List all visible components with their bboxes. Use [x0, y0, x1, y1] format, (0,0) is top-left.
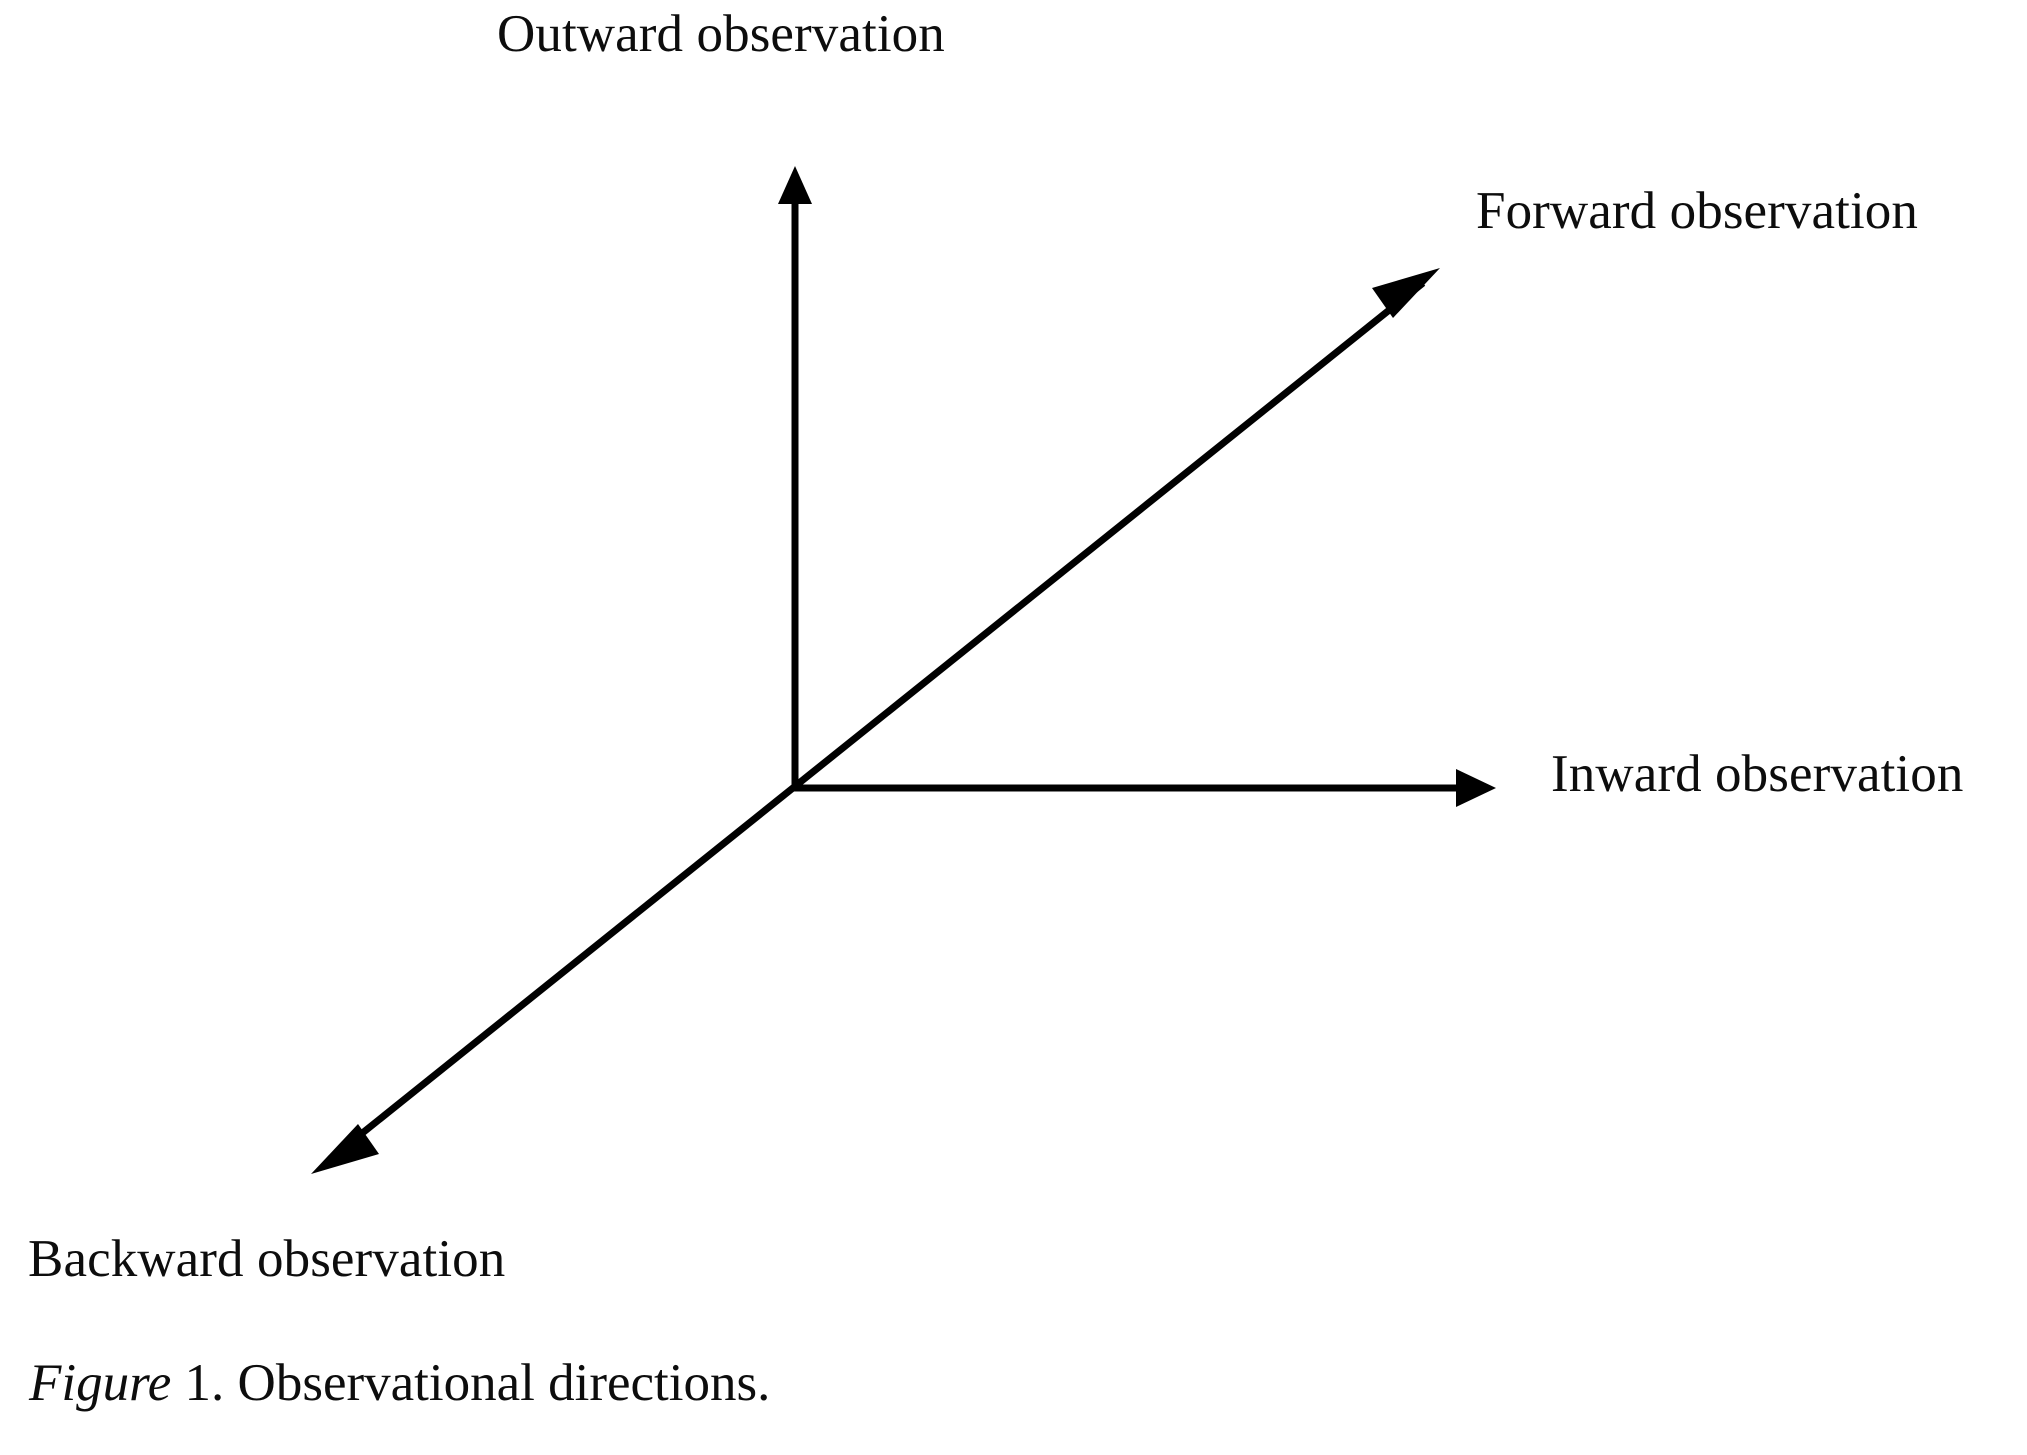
outward-arrowhead: [778, 166, 812, 204]
diagonal-axis-group: [311, 268, 1440, 1174]
forward-arrowhead: [1372, 268, 1440, 318]
axis-label-forward: Forward observation: [1476, 182, 1918, 240]
inward-arrowhead: [1456, 769, 1496, 807]
outward-axis-group: [778, 166, 812, 789]
inward-axis-group: [793, 769, 1496, 807]
axis-label-outward: Outward observation: [497, 5, 945, 63]
figure-caption-rest: 1. Observational directions.: [171, 1354, 771, 1412]
forward-backward-axis-line: [327, 280, 1426, 1162]
figure-caption-prefix: Figure: [29, 1354, 172, 1412]
figure-caption: Figure 1. Observational directions.: [29, 1357, 770, 1410]
backward-arrowhead: [311, 1124, 379, 1174]
axis-label-inward: Inward observation: [1551, 745, 1964, 803]
axis-label-backward: Backward observation: [28, 1230, 506, 1288]
